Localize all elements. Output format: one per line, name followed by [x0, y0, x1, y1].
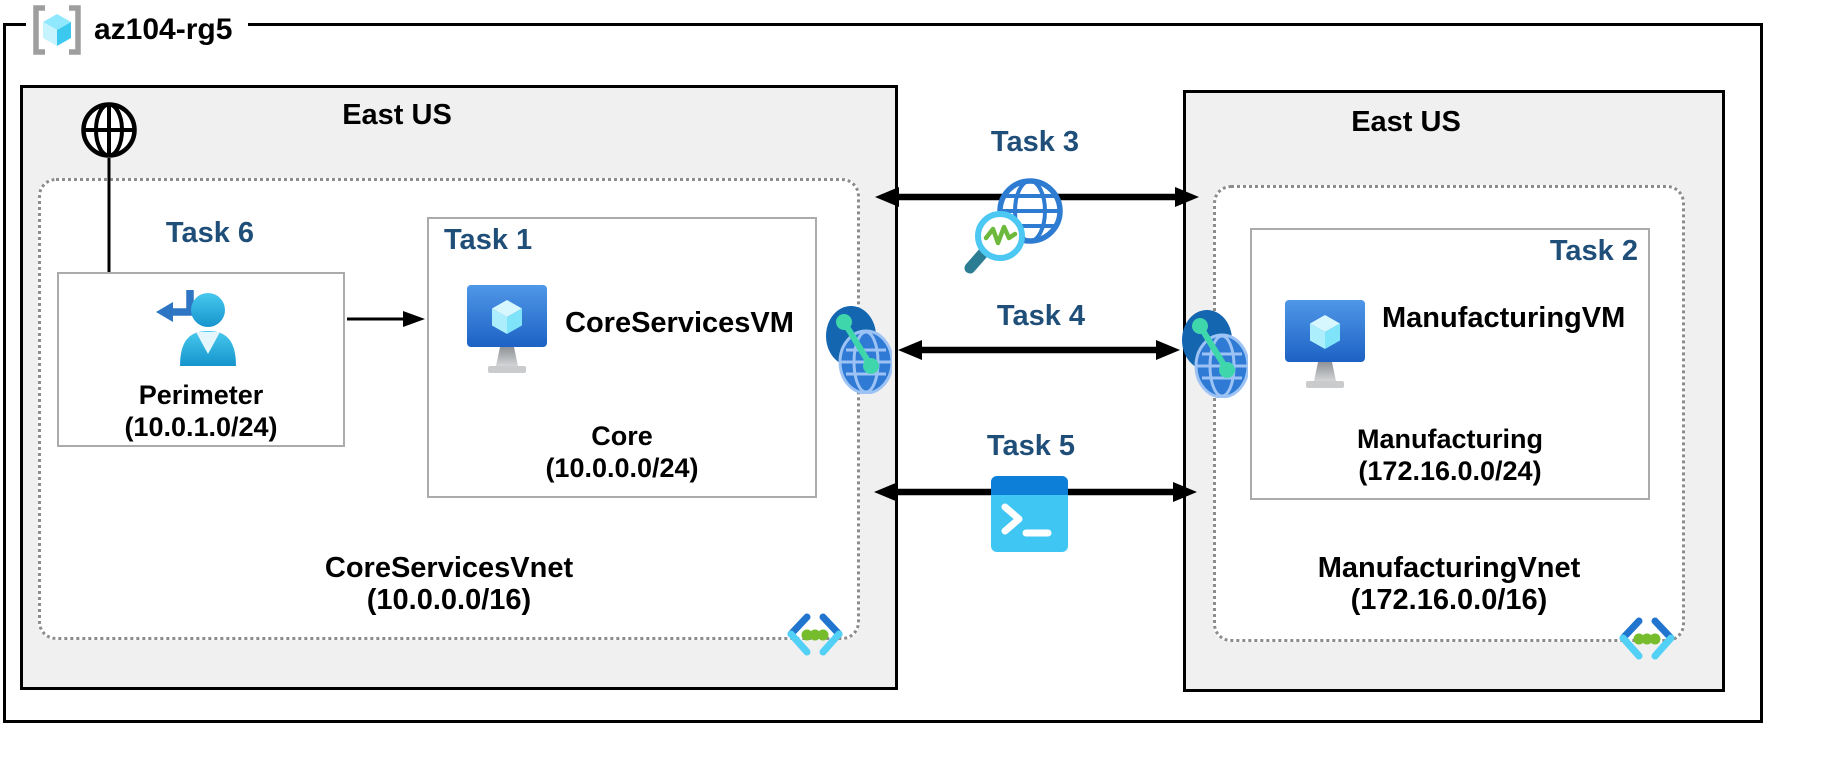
region-right-label: East US: [1351, 106, 1461, 138]
internet-globe-icon: [81, 102, 137, 158]
resource-group-header: az104-rg5: [26, 2, 249, 58]
peering-icon-right: [1182, 310, 1248, 398]
task5-label: Task 5: [986, 430, 1076, 462]
mfg-vm-icon: [1285, 300, 1365, 388]
peering-icon-left: [826, 306, 892, 394]
core-vm-name: CoreServicesVM: [565, 307, 794, 339]
task1-label: Task 1: [444, 224, 533, 256]
task3-label: Task 3: [990, 126, 1080, 158]
virtual-network-icon-right: [1619, 617, 1675, 660]
mfg-vnet-labels: ManufacturingVnet (172.16.0.0/16): [1213, 552, 1685, 616]
mfg-vnet-name: ManufacturingVnet: [1317, 552, 1581, 584]
task2-label: Task 2: [1549, 235, 1638, 267]
perimeter-subnet-box: Perimeter (10.0.1.0/24): [57, 272, 345, 447]
core-subnet-cidr: (10.0.0.0/24): [545, 453, 699, 483]
network-watcher-icon: [964, 178, 1063, 274]
perimeter-subnet-cidr: (10.0.1.0/24): [124, 412, 278, 442]
task1-box: Task 1 CoreServicesVM Core (10.0.0.0/24): [427, 217, 817, 498]
resource-group-label: az104-rg5: [94, 13, 233, 46]
core-subnet-name: Core: [591, 421, 653, 451]
mfg-subnet-name: Manufacturing: [1357, 424, 1543, 454]
core-vnet-labels: CoreServicesVnet (10.0.0.0/16): [38, 552, 860, 616]
perimeter-subnet-name: Perimeter: [138, 380, 264, 410]
virtual-network-icon-left: [787, 613, 843, 656]
cloud-shell-icon: [991, 476, 1068, 552]
resource-group-cube-icon: [33, 5, 81, 55]
core-vnet-name: CoreServicesVnet: [324, 552, 574, 584]
task4-arrow: [898, 340, 1180, 360]
resource-group-border: [3, 23, 1763, 723]
core-vm-icon: [467, 285, 547, 373]
mfg-vnet-cidr: (172.16.0.0/16): [1350, 584, 1548, 616]
user-signin-icon: [156, 290, 236, 366]
perimeter-to-core-arrow: [347, 311, 425, 327]
region-left-label: East US: [342, 99, 452, 131]
task2-box: Task 2 ManufacturingVM Manufacturing (17…: [1250, 228, 1650, 500]
mfg-subnet-cidr: (172.16.0.0/24): [1358, 456, 1542, 486]
core-vnet-cidr: (10.0.0.0/16): [366, 584, 532, 616]
mfg-vm-name: ManufacturingVM: [1382, 302, 1626, 334]
task6-label: Task 6: [165, 217, 255, 249]
task4-label: Task 4: [996, 300, 1086, 332]
